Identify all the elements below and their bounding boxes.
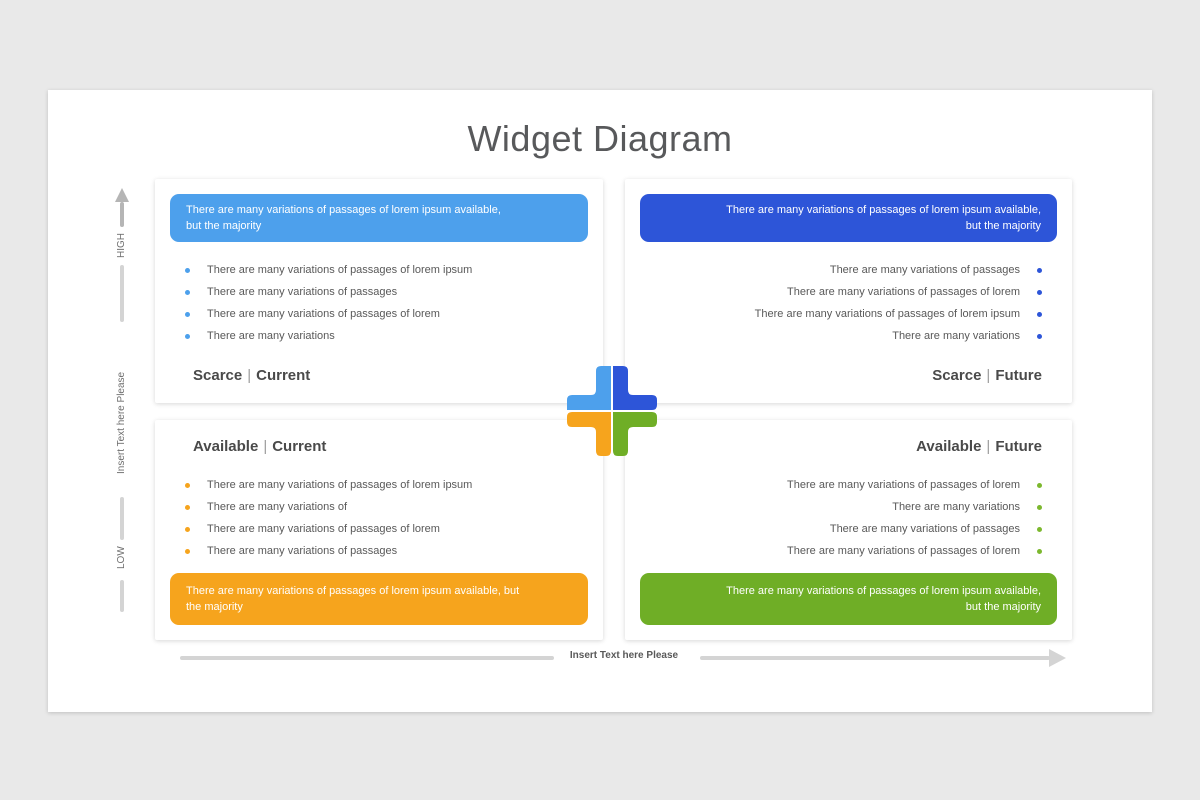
bullet-list: There are many variations of passages of… (155, 259, 603, 347)
quadrant-available-current: Available|Current There are many variati… (155, 420, 603, 640)
list-item: There are many variations of passages of… (155, 259, 603, 281)
bullet-text: There are many variations of passages of… (207, 308, 440, 320)
quadrant-label-left: Available (916, 438, 982, 455)
quadrant-label: Available|Future (916, 438, 1042, 455)
banner-text: There are many variations of passages of… (186, 203, 501, 233)
bullet-list: There are many variations of passages of… (155, 474, 603, 562)
quadrant-label-separator: | (263, 438, 268, 455)
list-item: There are many variations of passages of… (625, 281, 1072, 303)
page-title: Widget Diagram (467, 118, 733, 159)
list-item: There are many variations of passages of… (155, 303, 603, 325)
bullet-text: There are many variations of passages (207, 286, 398, 298)
quadrant-label-right: Future (995, 367, 1042, 384)
bullet-text: There are many variations of passages (829, 264, 1020, 276)
quadrant-label-left: Scarce (932, 367, 982, 384)
bullet-text: There are many variations of passages of… (207, 479, 473, 491)
y-axis-line-segment (120, 497, 124, 540)
list-item: There are many variations of passages (625, 259, 1072, 281)
quadrant-scarce-future: There are many variations of passages of… (625, 179, 1072, 403)
bullet-text: There are many variations of passages of… (207, 264, 473, 276)
plus-cross-bottomleft-arm (567, 412, 611, 456)
bullet-text: There are many variations (892, 330, 1020, 342)
y-axis-arrow-stem (120, 202, 124, 227)
bullet-text: There are many variations of passages of… (787, 545, 1020, 557)
bullet-text: There are many variations of passages (207, 545, 398, 557)
quadrant-label-right: Current (272, 438, 327, 455)
quadrant-banner: There are many variations of passages of… (640, 573, 1057, 625)
bullet-icon (1037, 526, 1042, 532)
list-item: There are many variations (625, 496, 1072, 518)
x-axis-arrow-right-icon (1049, 649, 1066, 667)
bullet-icon (185, 482, 190, 488)
quadrant-label-right: Future (995, 438, 1042, 455)
x-axis-title: Insert Text here Please (569, 650, 679, 661)
bullet-icon (185, 311, 190, 317)
bullet-text: There are many variations (207, 330, 335, 342)
bullet-icon (185, 504, 190, 510)
quadrant-label: Scarce|Current (193, 367, 310, 384)
list-item: There are many variations (625, 325, 1072, 347)
bullet-icon (185, 267, 190, 273)
quadrant-label: Scarce|Future (932, 367, 1042, 384)
bullet-icon (185, 526, 190, 532)
bullet-icon (1037, 333, 1042, 339)
quadrant-available-future: Available|Future There are many variatio… (625, 420, 1072, 640)
x-axis-line-right (700, 656, 1050, 660)
banner-text: There are many variations of passages of… (186, 584, 520, 614)
quadrant-banner: There are many variations of passages of… (170, 194, 588, 242)
bullet-list: There are many variations of passages of… (625, 474, 1072, 562)
quadrant-banner: There are many variations of passages of… (170, 573, 588, 625)
bullet-icon (185, 548, 190, 554)
bullet-text: There are many variations of passages of… (207, 523, 440, 535)
plus-cross-topright-arm (613, 366, 657, 410)
list-item: There are many variations of passages of… (155, 518, 603, 540)
y-axis-arrow-up-icon (115, 188, 129, 202)
quadrant-label-separator: | (986, 367, 991, 384)
bullet-icon (1037, 548, 1042, 554)
list-item: There are many variations of passages (155, 540, 603, 562)
quadrant-label-left: Scarce (193, 367, 243, 384)
quadrant-label-separator: | (247, 367, 252, 384)
slide: Widget Diagram HIGH Insert Text here Ple… (48, 90, 1152, 712)
bullet-text: There are many variations of (207, 501, 348, 513)
y-axis-line-segment (120, 265, 124, 322)
banner-text: There are many variations of passages of… (726, 584, 1041, 614)
bullet-icon (1037, 482, 1042, 488)
list-item: There are many variations of (155, 496, 603, 518)
y-axis-low-label: LOW (116, 546, 127, 570)
y-axis-title: Insert Text here Please (116, 371, 127, 474)
list-item: There are many variations of passages of… (625, 303, 1072, 325)
plus-cross-topleft-arm (567, 366, 611, 410)
bullet-icon (1037, 504, 1042, 510)
bullet-icon (1037, 289, 1042, 295)
banner-text: There are many variations of passages of… (726, 203, 1041, 233)
list-item: There are many variations of passages (625, 518, 1072, 540)
quadrant-label-separator: | (986, 438, 991, 455)
list-item: There are many variations of passages of… (155, 474, 603, 496)
plus-cross-icon (567, 366, 657, 456)
quadrant-banner: There are many variations of passages of… (640, 194, 1057, 242)
bullet-text: There are many variations of passages of… (787, 286, 1020, 298)
bullet-icon (1037, 267, 1042, 273)
x-axis-line-left (180, 656, 554, 660)
quadrant-label-left: Available (193, 438, 259, 455)
list-item: There are many variations of passages of… (625, 474, 1072, 496)
quadrant-label-right: Current (256, 367, 311, 384)
bullet-icon (185, 289, 190, 295)
plus-cross-bottomright-arm (613, 412, 657, 456)
quadrant-label: Available|Current (193, 438, 326, 455)
bullet-icon (1037, 311, 1042, 317)
bullet-list: There are many variations of passages Th… (625, 259, 1072, 347)
y-axis-high-label: HIGH (116, 233, 127, 259)
bullet-text: There are many variations (892, 501, 1020, 513)
bullet-text: There are many variations of passages of… (787, 479, 1020, 491)
list-item: There are many variations of passages of… (625, 540, 1072, 562)
bullet-text: There are many variations of passages of… (754, 308, 1020, 320)
bullet-icon (185, 333, 190, 339)
quadrant-scarce-current: There are many variations of passages of… (155, 179, 603, 403)
list-item: There are many variations (155, 325, 603, 347)
y-axis-line-segment (120, 580, 124, 612)
bullet-text: There are many variations of passages (829, 523, 1020, 535)
list-item: There are many variations of passages (155, 281, 603, 303)
